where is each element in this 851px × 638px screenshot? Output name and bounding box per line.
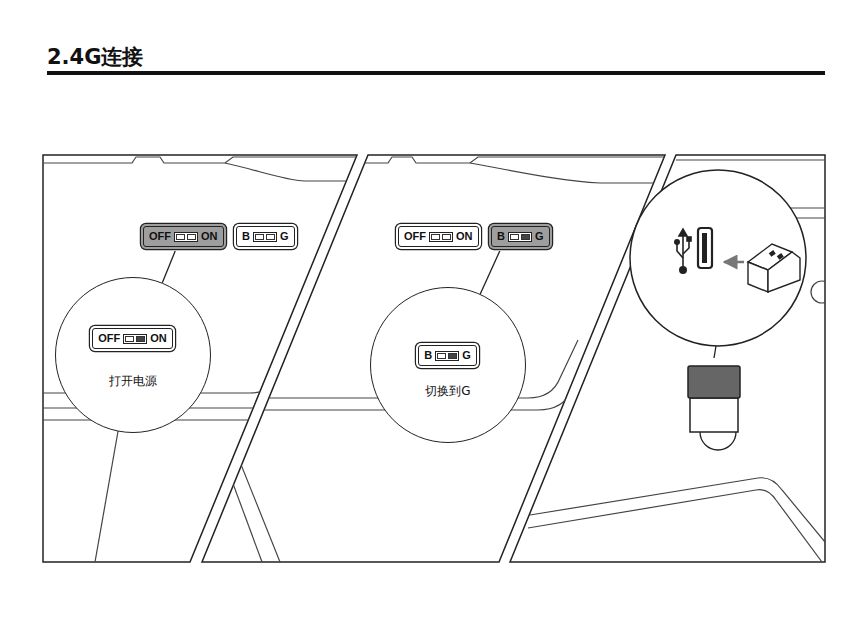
toggle-switch: OFF ON bbox=[143, 226, 224, 247]
dongle-pin bbox=[778, 254, 783, 259]
slider-cell bbox=[255, 234, 264, 240]
slider-cell bbox=[448, 353, 457, 359]
slider-cell bbox=[136, 336, 145, 342]
usb-symbol-branch bbox=[683, 241, 689, 254]
toggle-switch: BG bbox=[491, 226, 550, 247]
slider-cell bbox=[176, 234, 185, 240]
panel bbox=[510, 155, 825, 562]
dongle-pin bbox=[770, 251, 775, 256]
zoom-callout: 打开电源 OFF ON bbox=[55, 277, 211, 433]
switch-slider bbox=[508, 232, 532, 242]
switch-label: OFF bbox=[149, 230, 171, 243]
keyboard-edge bbox=[676, 159, 830, 160]
slider-cell bbox=[437, 353, 446, 359]
usb-symbol bbox=[675, 229, 691, 273]
dongle-plug bbox=[688, 366, 740, 398]
toggle-switch: OFF ON bbox=[398, 226, 479, 247]
keyboard-edge bbox=[470, 163, 670, 183]
usb-symbol-dot bbox=[680, 267, 686, 273]
slider-cell bbox=[266, 234, 275, 240]
switch-label: G bbox=[280, 230, 289, 243]
dongle-plug bbox=[748, 262, 768, 292]
zoom-callout: 切换到GBG bbox=[370, 287, 526, 443]
title-rule bbox=[47, 71, 825, 75]
slider-cell bbox=[431, 234, 440, 240]
usb-dongle bbox=[748, 244, 800, 292]
switch-label: ON bbox=[201, 230, 218, 243]
switch-label: B bbox=[242, 230, 250, 243]
dongle-body bbox=[768, 252, 800, 292]
slider-cell bbox=[187, 234, 196, 240]
title: 2.4G连接 bbox=[47, 45, 143, 70]
keyboard-edge bbox=[43, 157, 360, 163]
switch-label: G bbox=[535, 230, 544, 243]
leader-line bbox=[162, 251, 175, 283]
zoom-circle bbox=[630, 170, 806, 346]
dongle-cap bbox=[700, 432, 736, 450]
switch-slider bbox=[253, 232, 277, 242]
usb-symbol-dot bbox=[675, 240, 679, 244]
keyboard-drawing bbox=[528, 160, 833, 562]
switch-label: B bbox=[424, 349, 432, 362]
callout-caption: 打开电源 bbox=[56, 374, 210, 389]
keyboard-edge bbox=[360, 157, 670, 163]
dongle-body bbox=[690, 398, 738, 432]
insert-arrow bbox=[724, 261, 744, 264]
keyboard-edge bbox=[528, 490, 822, 562]
keyboard-edge bbox=[95, 420, 120, 562]
keyboard-knob bbox=[811, 281, 833, 303]
toggle-switch: OFF ON bbox=[92, 328, 173, 349]
usb-port-tongue bbox=[702, 233, 707, 263]
switch-slider bbox=[123, 334, 147, 344]
switch-slider bbox=[435, 351, 459, 361]
toggle-switch: BG bbox=[418, 345, 477, 366]
keyboard-edge bbox=[228, 432, 280, 562]
usb-port bbox=[698, 228, 712, 268]
switch-slider bbox=[174, 232, 198, 242]
usb-symbol-branch bbox=[677, 244, 683, 258]
slider-cell bbox=[442, 234, 451, 240]
switch-label: G bbox=[462, 349, 471, 362]
leader-line bbox=[714, 346, 716, 358]
switch-slider bbox=[429, 232, 453, 242]
switch-label: ON bbox=[150, 332, 167, 345]
usb-symbol-line bbox=[682, 232, 684, 268]
switch-label: B bbox=[497, 230, 505, 243]
switch-label: ON bbox=[456, 230, 473, 243]
slider-cell bbox=[521, 234, 530, 240]
callout-caption: 切换到G bbox=[371, 384, 525, 399]
usb-symbol-tip bbox=[679, 229, 687, 236]
slider-cell bbox=[125, 336, 134, 342]
leader-line bbox=[480, 251, 500, 294]
usb-symbol-square bbox=[687, 237, 691, 241]
toggle-switch: BG bbox=[236, 226, 295, 247]
keyboard-edge bbox=[225, 163, 360, 181]
switch-label: OFF bbox=[404, 230, 426, 243]
switch-label: OFF bbox=[98, 332, 120, 345]
slider-cell bbox=[510, 234, 519, 240]
